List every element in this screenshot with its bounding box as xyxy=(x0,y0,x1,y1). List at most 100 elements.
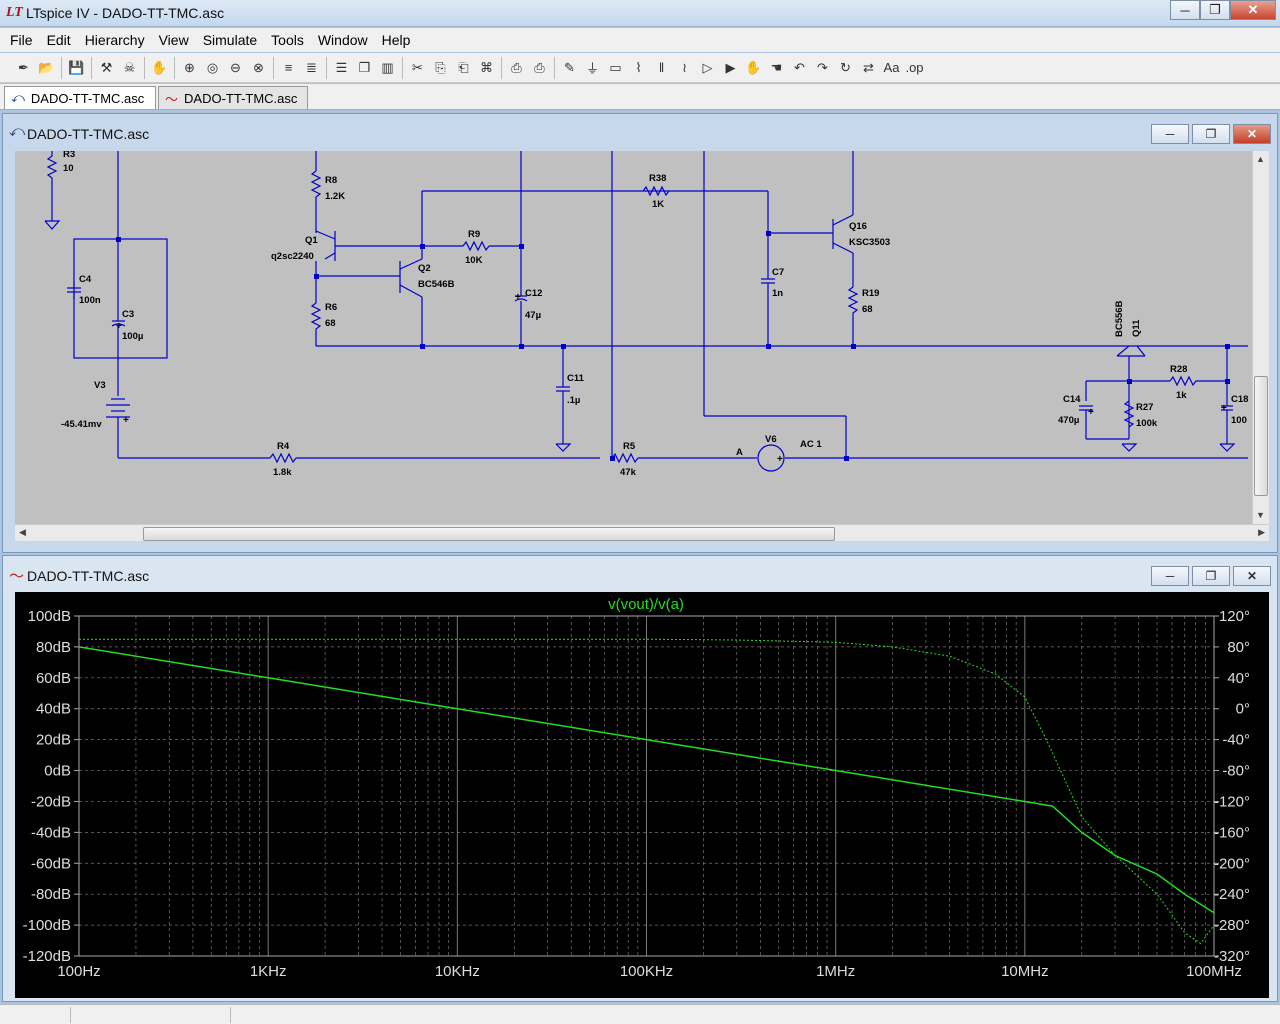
waveform-minimize-button[interactable]: ─ xyxy=(1151,566,1189,586)
value-r8: 1.2K xyxy=(325,191,345,202)
value-r6: 68 xyxy=(325,318,336,329)
polarity-plus-icon: + xyxy=(1088,407,1094,418)
x-tick-label: 10KHz xyxy=(435,963,480,980)
magnitude-trace[interactable] xyxy=(78,646,1215,914)
component-icon[interactable]: ▶ xyxy=(725,59,736,75)
y-right-tick-label: -120° xyxy=(1214,793,1250,810)
cascade-icon[interactable]: ❐ xyxy=(358,59,371,75)
value-r4: 1.8k xyxy=(273,467,292,478)
find-icon[interactable]: ⌘ xyxy=(480,59,493,75)
restore-button[interactable]: ❐ xyxy=(1200,0,1230,20)
label-v6: V6 xyxy=(765,434,777,445)
menu-edit[interactable]: Edit xyxy=(46,32,71,48)
new-schematic-icon[interactable]: ✒ xyxy=(18,59,29,75)
tab-schematic[interactable]: ⤺ DADO-TT-TMC.asc xyxy=(4,86,156,109)
label-r6: R6 xyxy=(325,302,337,313)
undo-icon[interactable]: ↶ xyxy=(794,59,805,75)
save-icon[interactable]: 💾 xyxy=(68,59,85,75)
menu-tools[interactable]: Tools xyxy=(271,32,304,48)
scroll-up-arrow-icon[interactable]: ▲ xyxy=(1256,154,1265,164)
schematic-vertical-scrollbar[interactable]: ▲ ▼ xyxy=(1252,151,1269,524)
zoom-in-icon[interactable]: ⊕ xyxy=(184,59,195,75)
menu-view[interactable]: View xyxy=(158,32,189,48)
window-title: LTspice IV - DADO-TT-TMC.asc xyxy=(26,5,225,21)
scroll-left-arrow-icon[interactable]: ◀ xyxy=(19,527,26,537)
schematic-minimize-button[interactable]: ─ xyxy=(1151,124,1189,144)
y-right-tick-label: 80° xyxy=(1227,639,1250,656)
resistor-icon[interactable]: ⌇ xyxy=(635,59,642,75)
ground-symbol xyxy=(44,220,61,230)
waveform-restore-button[interactable]: ❐ xyxy=(1192,566,1230,586)
label-r4: R4 xyxy=(277,441,290,452)
menu-hierarchy[interactable]: Hierarchy xyxy=(84,32,145,48)
mirror-icon[interactable]: ⇄ xyxy=(863,59,874,75)
paste-icon[interactable]: ⎗ xyxy=(458,59,469,75)
zoom-cancel-icon[interactable]: ⊗ xyxy=(253,59,264,75)
ground-icon[interactable]: ⏚ xyxy=(585,61,599,76)
close-button[interactable]: ✕ xyxy=(1230,0,1276,20)
toolbar-separator xyxy=(144,56,145,79)
print-icon[interactable]: ⎙ xyxy=(534,59,545,75)
minimize-button[interactable]: ─ xyxy=(1170,0,1200,20)
waveform-close-button[interactable]: ✕ xyxy=(1233,566,1271,586)
document-tabs: ⤺ DADO-TT-TMC.asc 〜 DADO-TT-TMC.asc xyxy=(0,84,1280,110)
value-c11: .1µ xyxy=(567,395,580,406)
mark-icon[interactable]: ≣ xyxy=(306,59,317,75)
y-left-tick-label: 60dB xyxy=(36,670,71,687)
drag-icon[interactable]: ☚ xyxy=(770,59,783,75)
ltspice-logo-icon: LT xyxy=(6,5,23,20)
y-right-tick-label: -320° xyxy=(1214,948,1250,965)
zoom-out-icon[interactable]: ⊖ xyxy=(230,59,241,75)
schematic-restore-button[interactable]: ❐ xyxy=(1192,124,1230,144)
y-right-tick-label: 0° xyxy=(1236,701,1250,718)
diode-icon[interactable]: ▷ xyxy=(702,59,713,75)
mdi-area: ⤺ DADO-TT-TMC.asc ─ ❐ ✕ xyxy=(0,111,1280,1004)
schematic-close-button[interactable]: ✕ xyxy=(1233,124,1271,144)
inductor-icon[interactable]: ≀ xyxy=(682,59,687,75)
rotate-icon[interactable]: ↻ xyxy=(840,59,851,75)
label-r38: R38 xyxy=(649,173,666,184)
label-icon[interactable]: ▭ xyxy=(609,59,622,75)
tile-vertical-icon[interactable]: ▥ xyxy=(381,59,394,75)
polarity-plus-icon: + xyxy=(123,415,129,426)
zoom-full-icon[interactable]: ◎ xyxy=(206,59,219,75)
tile-horizontal-icon[interactable]: ☰ xyxy=(335,59,348,75)
wire-icon[interactable]: ✎ xyxy=(564,59,575,75)
halt-icon[interactable]: ✋ xyxy=(151,59,168,75)
scroll-right-arrow-icon[interactable]: ▶ xyxy=(1258,527,1265,537)
phase-trace[interactable] xyxy=(79,638,1215,945)
menu-window[interactable]: Window xyxy=(317,32,368,48)
menu-help[interactable]: Help xyxy=(381,32,411,48)
toolbar: ✒ 📂 💾 ⚒ ☠ ✋ ⊕ ◎ ⊖ ⊗ ≡ ≣ ☰ ❐ ▥ ✂ ⎘ ⎗ ⌘ ⎙ ⎙ ✎ ⏚ ▭ ⌇ ‖ ≀ ▷ ▶ ✋ ☚ ↶ ↷ ↻ ⇄ Aa .op xyxy=(0,53,1280,83)
scroll-thumb[interactable] xyxy=(143,527,835,541)
print-setup-icon[interactable]: ⎙ xyxy=(511,59,522,75)
redo-icon[interactable]: ↷ xyxy=(817,59,828,75)
x-tick-label: 1KHz xyxy=(250,963,287,980)
node-label-a: A xyxy=(736,447,743,458)
y-right-tick-label: -200° xyxy=(1214,855,1250,872)
label-r8: R8 xyxy=(325,175,337,186)
value-v6: AC 1 xyxy=(800,439,822,450)
label-c18: C18 xyxy=(1231,394,1248,405)
spice-directive-icon[interactable]: .op xyxy=(905,60,924,75)
autorange-icon[interactable]: ≡ xyxy=(284,60,293,75)
schematic-canvas[interactable]: R3 10 R8 1.2K Q1 q2sc2240 Q2 BC546B R6 6… xyxy=(15,151,1269,524)
run-icon[interactable]: ☠ xyxy=(123,59,136,75)
capacitor-icon[interactable]: ‖ xyxy=(658,60,665,75)
move-icon[interactable]: ✋ xyxy=(745,59,762,75)
tab-waveform[interactable]: 〜 DADO-TT-TMC.asc xyxy=(158,86,308,109)
cut-icon[interactable]: ✂ xyxy=(412,59,423,75)
plot-title[interactable]: v(vout)/v(a) xyxy=(608,596,684,613)
open-icon[interactable]: 📂 xyxy=(38,59,55,75)
scroll-down-arrow-icon[interactable]: ▼ xyxy=(1256,510,1265,520)
copy-icon[interactable]: ⎘ xyxy=(435,59,446,75)
control-panel-icon[interactable]: ⚒ xyxy=(100,59,113,75)
menu-simulate[interactable]: Simulate xyxy=(202,32,258,48)
model-q2: BC546B xyxy=(418,279,455,290)
menu-file[interactable]: File xyxy=(10,32,33,48)
schematic-horizontal-scrollbar[interactable]: ◀ ▶ xyxy=(15,524,1269,541)
text-icon[interactable]: Aa xyxy=(883,60,900,75)
scroll-thumb[interactable] xyxy=(1254,376,1268,496)
y-left-tick-label: -120dB xyxy=(23,948,71,965)
